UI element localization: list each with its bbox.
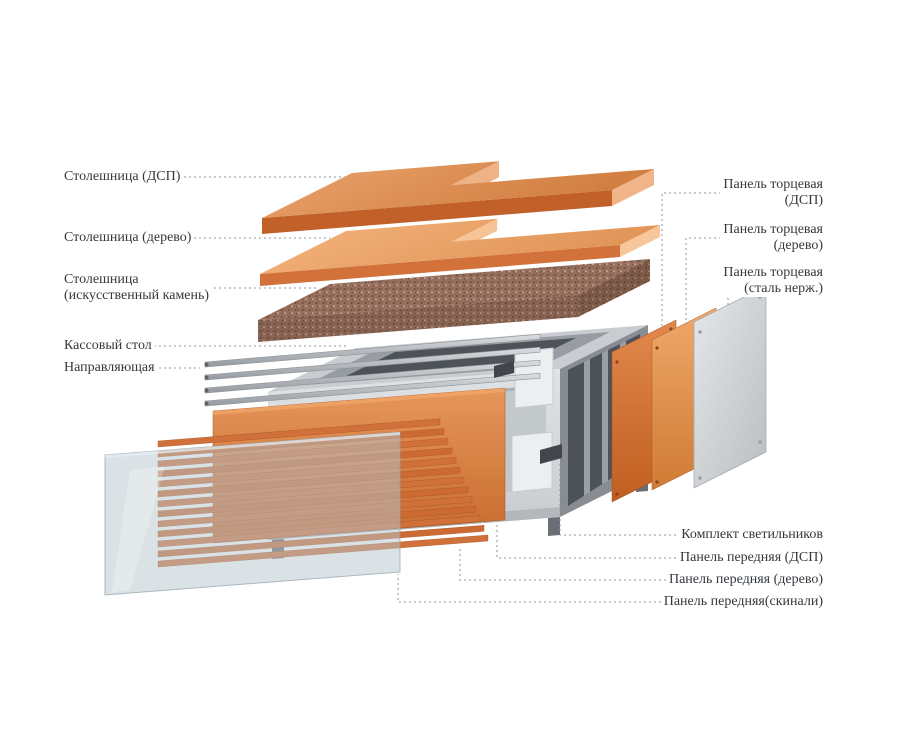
panel-hole: [655, 480, 659, 484]
leader-front-panel-glass: [397, 574, 826, 603]
label-countertop-wood: Столешница (дерево): [61, 230, 195, 246]
label-countertop-stone-text: Столешница: [64, 272, 139, 287]
countertop-dsp-top-face: [262, 161, 654, 218]
panel-hole: [615, 492, 619, 496]
label-end-panel-dsp-text: Панель торцевая: [723, 177, 823, 192]
label-front-panel-dsp: Панель передняя (ДСП): [677, 550, 826, 566]
label-countertop-stone-text2: (искусственный камень): [64, 288, 210, 303]
countertop-stone-end-face: [578, 259, 650, 317]
light-bracket-upper: [494, 361, 514, 378]
panel-screw: [698, 476, 702, 480]
light-bracket-lower: [540, 444, 562, 464]
guide-rail-end-cap: [204, 375, 209, 380]
label-countertop-stone: Столешница (искусственный камень): [61, 272, 213, 304]
rail-mount-plate-lower: [511, 431, 553, 493]
label-cash-table-text: Кассовый стол: [64, 338, 152, 353]
panel-screw: [758, 440, 762, 444]
label-end-panel-wood: Панель торцевая (дерево): [720, 222, 826, 254]
countertop-stone-end-shade: [578, 259, 650, 317]
front-panel-glass-sheen: [112, 466, 165, 592]
front-panel-glass-top-edge: [105, 432, 400, 458]
countertop-dsp-front-face: [262, 190, 612, 234]
countertop-stone-top-face: [258, 259, 650, 320]
label-end-panel-dsp: Панель торцевая (ДСП): [720, 177, 826, 209]
cash-table-end-fin: [602, 350, 608, 484]
label-countertop-dsp-text: Столешница (ДСП): [64, 169, 181, 184]
label-front-panel-wood-text: Панель передняя (дерево): [668, 572, 823, 587]
front-panel-glass: [104, 431, 401, 596]
cash-table-foot: [548, 515, 560, 536]
guide-rail-end-cap: [204, 362, 209, 367]
lights-kit: [494, 361, 562, 464]
countertop-dsp-end-face: [612, 169, 654, 206]
countertop-wood-top-face: [260, 218, 660, 274]
label-end-panel-steel-text2: (сталь нерж.): [744, 281, 823, 296]
label-front-panel-glass: Панель передняя(скинали): [660, 594, 826, 610]
label-end-panel-dsp-text2: (ДСП): [784, 193, 823, 208]
leader-end-panel-steel: [727, 280, 826, 307]
label-guide-rail-text: Направляющая: [64, 360, 155, 375]
countertop-wood-end-face: [620, 225, 660, 257]
label-end-panel-wood-text2: (дерево): [773, 238, 823, 253]
countertop-stone: [258, 259, 650, 342]
end-panel-steel: [693, 285, 767, 489]
leader-lights-kit: [559, 462, 826, 536]
guide-rails: [204, 333, 541, 407]
front-panel-dsp-top-edge: [213, 388, 505, 415]
guide-rail-end-cap: [204, 388, 209, 393]
panel-screw: [698, 330, 702, 334]
label-countertop-wood-text: Столешница (дерево): [64, 230, 192, 245]
slat: [157, 418, 441, 448]
panel-hole: [669, 327, 673, 331]
countertop-dsp: [262, 161, 654, 234]
countertop-stone-front-shade: [258, 295, 578, 342]
label-countertop-dsp: Столешница (ДСП): [61, 169, 184, 185]
end-panels: [611, 285, 767, 503]
guide-rail-end-cap: [204, 401, 209, 406]
countertop-stone-front-face: [258, 295, 578, 342]
label-front-panel-wood: Панель передняя (дерево): [665, 572, 826, 588]
label-end-panel-steel-text: Панель торцевая: [723, 265, 823, 280]
label-cash-table: Кассовый стол: [61, 338, 155, 354]
label-front-panel-glass-text: Панель передняя(скинали): [663, 594, 823, 609]
panel-hole: [655, 346, 659, 350]
label-guide-rail: Направляющая: [61, 360, 158, 376]
label-lights-kit-text: Комплект светильников: [681, 527, 823, 542]
countertop-wood-front-face: [260, 245, 620, 286]
end-panel-steel-face: [693, 285, 767, 489]
label-end-panel-wood-text: Панель торцевая: [723, 222, 823, 237]
front-panel-glass-face: [104, 431, 401, 596]
label-lights-kit: Комплект светильников: [678, 527, 826, 543]
label-front-panel-dsp-text: Панель передняя (ДСП): [680, 550, 823, 565]
cash-table-end-fin: [584, 359, 590, 496]
countertop-wood: [260, 218, 660, 286]
label-end-panel-steel: Панель торцевая (сталь нерж.): [720, 265, 826, 297]
panel-hole: [615, 360, 619, 364]
